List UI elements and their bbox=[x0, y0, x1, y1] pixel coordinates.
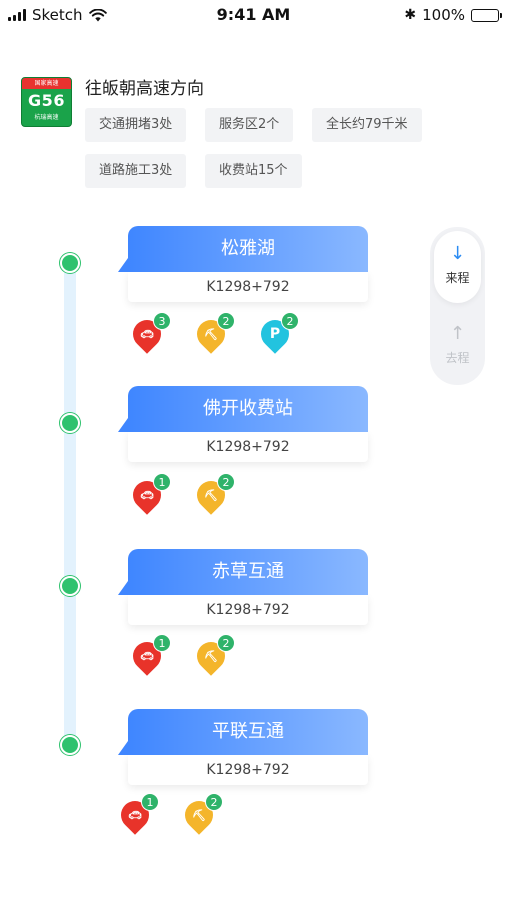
station-card[interactable]: 松雅湖 K1298+792 bbox=[118, 226, 368, 302]
station-name: 赤草互通 bbox=[118, 549, 368, 595]
station-card[interactable]: 佛开收费站 K1298+792 bbox=[118, 386, 368, 462]
station-name: 平联互通 bbox=[118, 709, 368, 755]
status-bar: Sketch 9:41 AM ✱ 100% bbox=[0, 0, 507, 30]
station-card[interactable]: 赤草互通 K1298+792 bbox=[118, 549, 368, 625]
inbound-label: 来程 bbox=[445, 271, 470, 285]
inbound-option[interactable]: ↓ 来程 bbox=[434, 231, 481, 303]
marker-count: 2 bbox=[217, 312, 235, 330]
highway-sign-bottom: 杭瑞高速 bbox=[34, 114, 59, 121]
carrier-label: Sketch bbox=[32, 6, 83, 24]
marker-count: 2 bbox=[217, 634, 235, 652]
construction-marker[interactable]: ⛏ 2 bbox=[191, 473, 235, 517]
station-km: K1298+792 bbox=[128, 595, 368, 625]
direction-switch: ↓ 来程 ↑ 去程 bbox=[430, 227, 485, 385]
station-km: K1298+792 bbox=[128, 272, 368, 302]
car-icon: 🚗︎ bbox=[140, 649, 154, 663]
construction-icon: ⛏ bbox=[204, 488, 218, 502]
timeline-node bbox=[60, 735, 80, 755]
timeline-rail bbox=[64, 262, 76, 748]
marker-count: 1 bbox=[141, 793, 159, 811]
construction-icon: ⛏ bbox=[204, 327, 218, 341]
highway-code: G56 bbox=[28, 91, 65, 110]
construction-marker[interactable]: ⛏ 2 bbox=[191, 634, 235, 678]
construction-icon: ⛏ bbox=[192, 808, 206, 822]
arrow-down-icon: ↓ bbox=[449, 243, 466, 264]
marker-count: 2 bbox=[205, 793, 223, 811]
car-icon: 🚗︎ bbox=[140, 488, 154, 502]
battery-percent: 100% bbox=[422, 6, 465, 24]
car-icon: 🚗︎ bbox=[128, 808, 142, 822]
battery-icon bbox=[471, 8, 502, 22]
parking-icon: P bbox=[269, 326, 281, 342]
timeline-node bbox=[60, 253, 80, 273]
marker-count: 2 bbox=[217, 473, 235, 491]
highway-sign: 国家高速 G56 杭瑞高速 bbox=[21, 77, 72, 127]
highway-sign-top: 国家高速 bbox=[22, 78, 71, 89]
station-name: 佛开收费站 bbox=[118, 386, 368, 432]
station-km: K1298+792 bbox=[128, 755, 368, 785]
construction-marker[interactable]: ⛏ 2 bbox=[179, 793, 223, 837]
clock: 9:41 AM bbox=[216, 5, 291, 24]
traffic-jam-marker[interactable]: 🚗︎ 3 bbox=[127, 312, 171, 356]
timeline-node bbox=[60, 576, 80, 596]
station-card[interactable]: 平联互通 K1298+792 bbox=[118, 709, 368, 785]
wifi-icon bbox=[88, 8, 107, 21]
tag-road-construction[interactable]: 道路施工3处 bbox=[85, 154, 187, 188]
bluetooth-icon: ✱ bbox=[404, 7, 417, 23]
outbound-label: 去程 bbox=[445, 351, 470, 365]
outbound-option[interactable]: ↑ 去程 bbox=[434, 311, 481, 383]
arrow-up-icon: ↑ bbox=[449, 323, 466, 344]
direction-title: 往皈朝高速方向 bbox=[85, 79, 204, 99]
marker-count: 3 bbox=[153, 312, 171, 330]
traffic-jam-marker[interactable]: 🚗︎ 1 bbox=[127, 634, 171, 678]
tag-traffic-jam[interactable]: 交通拥堵3处 bbox=[85, 108, 187, 142]
tag-service-area[interactable]: 服务区2个 bbox=[205, 108, 294, 142]
status-right: ✱ 100% bbox=[404, 6, 502, 24]
marker-count: 2 bbox=[281, 312, 299, 330]
station-km: K1298+792 bbox=[128, 432, 368, 462]
marker-count: 1 bbox=[153, 634, 171, 652]
car-icon: 🚗︎ bbox=[140, 327, 154, 341]
traffic-jam-marker[interactable]: 🚗︎ 1 bbox=[127, 473, 171, 517]
timeline-node bbox=[60, 413, 80, 433]
status-left: Sketch bbox=[8, 6, 107, 24]
signal-icon bbox=[8, 9, 26, 21]
service-area-marker[interactable]: P 2 bbox=[255, 312, 299, 356]
construction-marker[interactable]: ⛏ 2 bbox=[191, 312, 235, 356]
construction-icon: ⛏ bbox=[204, 649, 218, 663]
tag-total-length[interactable]: 全长约79千米 bbox=[312, 108, 422, 142]
tag-toll-station[interactable]: 收费站15个 bbox=[205, 154, 302, 188]
marker-count: 1 bbox=[153, 473, 171, 491]
traffic-jam-marker[interactable]: 🚗︎ 1 bbox=[115, 793, 159, 837]
station-name: 松雅湖 bbox=[118, 226, 368, 272]
